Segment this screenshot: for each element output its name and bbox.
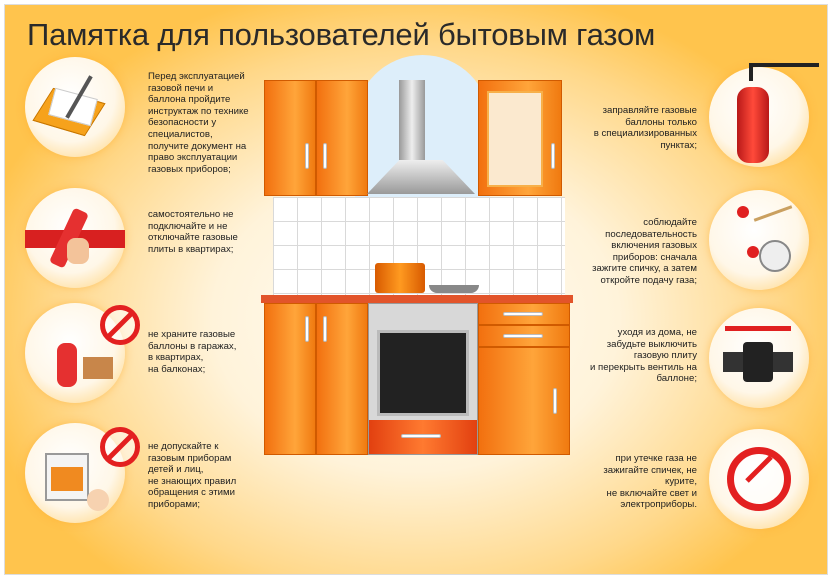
no-smoking-icon bbox=[709, 429, 809, 529]
match-burner-sequence-icon bbox=[709, 190, 809, 290]
wrench-hand-icon bbox=[25, 188, 125, 288]
gas-cylinder-icon bbox=[709, 63, 819, 167]
ban-icon bbox=[100, 427, 140, 467]
tip-text: при утечке газа не зажигайте спичек, не … bbox=[603, 453, 697, 511]
document-pen-icon bbox=[25, 57, 125, 157]
poster-title: Памятка для пользователей бытовым газом bbox=[27, 17, 656, 52]
gas-safety-poster: Памятка для пользователей бытовым газом … bbox=[4, 4, 828, 575]
valve-icon bbox=[709, 308, 809, 408]
tip-text: заправляйте газовые баллоны только в спе… bbox=[593, 105, 697, 151]
tip-text: не допускайте к газовым приборам детей и… bbox=[148, 441, 237, 510]
tip-text: не храните газовые баллоны в гаражах, в … bbox=[148, 329, 237, 375]
tip-text: уходя из дома, не забудьте выключить газ… bbox=[590, 327, 697, 385]
tip-text: Перед эксплуатацией газовой печи и балло… bbox=[148, 71, 249, 175]
ban-icon bbox=[100, 305, 140, 345]
tip-text: соблюдайте последовательность включения … bbox=[592, 217, 697, 286]
tip-text: самостоятельно не подключайте и не отклю… bbox=[148, 209, 238, 255]
